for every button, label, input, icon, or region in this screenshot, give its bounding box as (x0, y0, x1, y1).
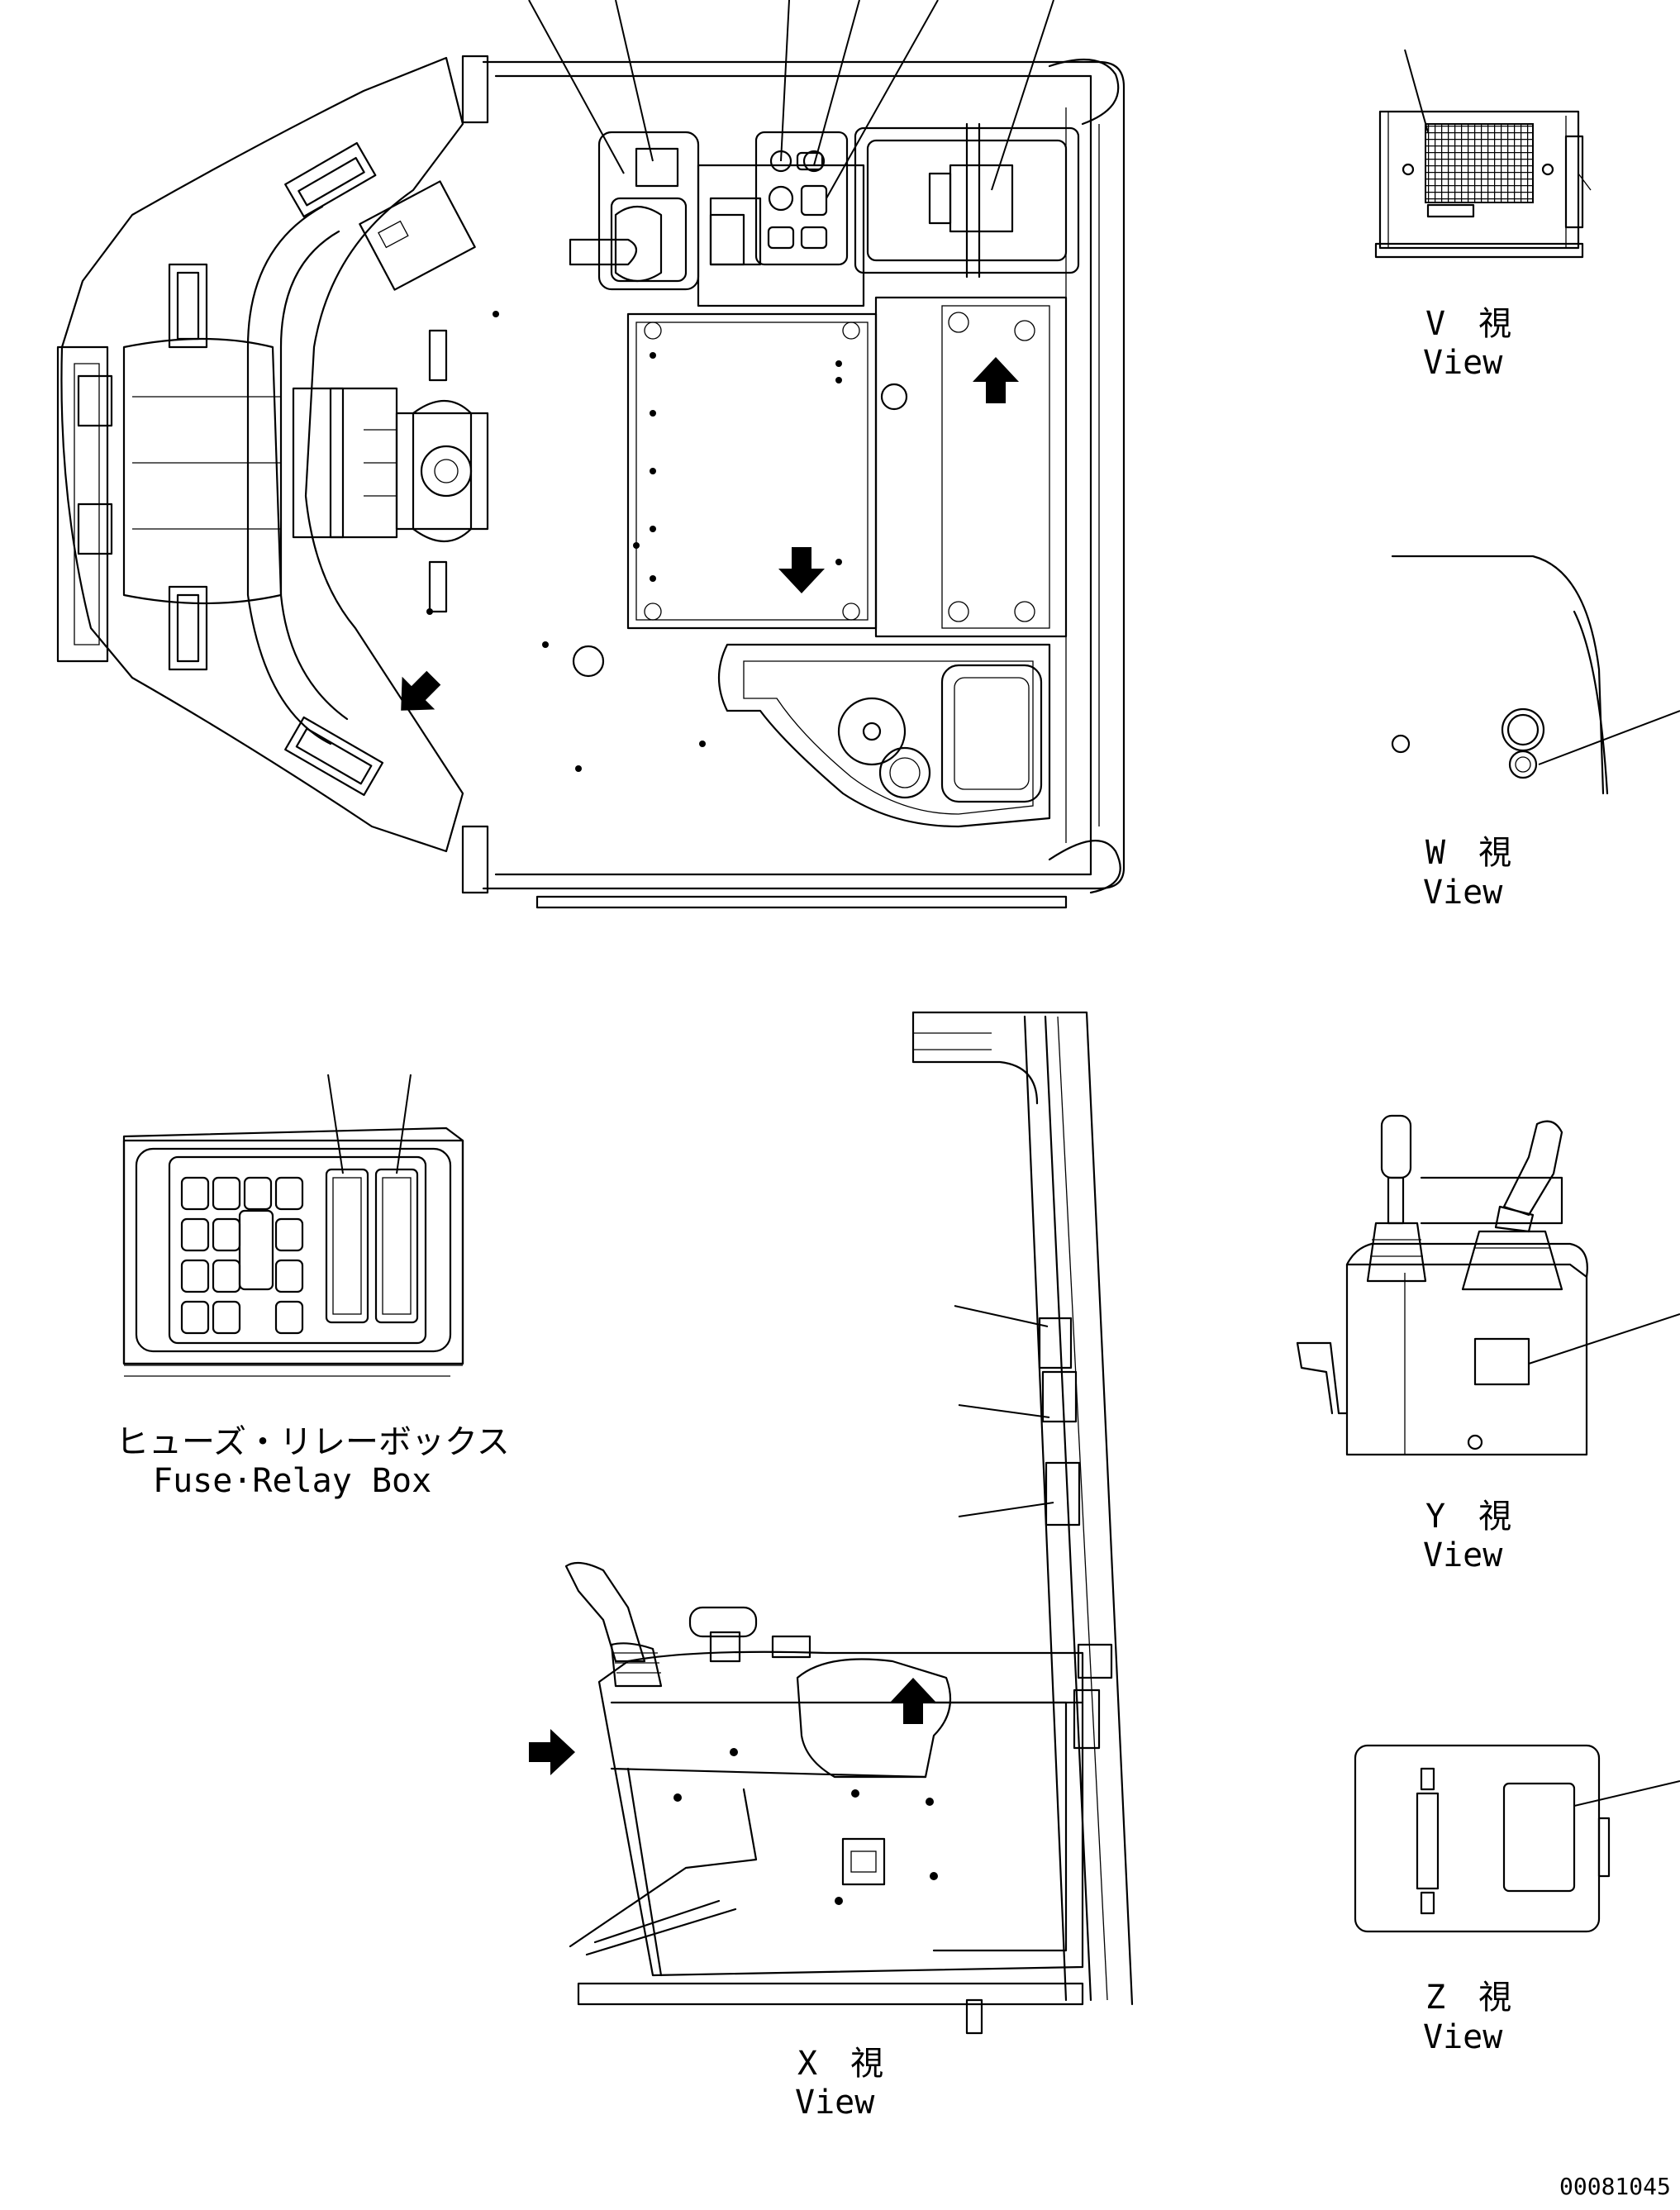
y-view-label-jp: Y 視 (1425, 1498, 1511, 1536)
direction-arrow-icon (973, 357, 1019, 403)
fuse-box-label-en: Fuse·Relay Box (153, 1462, 431, 1500)
direction-arrow-icon (529, 1729, 575, 1775)
x-view-label-en: View (795, 2084, 875, 2122)
w-view-label-en: View (1423, 874, 1503, 912)
z-view-label-en: View (1423, 2018, 1503, 2056)
z-view-label-jp: Z 視 (1425, 1979, 1511, 2017)
y-view: Y 視 View (1296, 1114, 1680, 1574)
direction-arrow-icon (890, 1678, 936, 1724)
z-view: Z 視 View (1354, 1744, 1680, 2056)
direction-arrow-icon (778, 547, 825, 593)
w-view-label-jp: W 視 (1425, 834, 1511, 872)
x-view: X 視 View (529, 1011, 1134, 2122)
fuse-box-label-jp: ヒューズ・リレーボックス (116, 1423, 510, 1461)
w-view: W 視 View (1391, 555, 1680, 912)
v-view-label-jp: V 視 (1425, 305, 1511, 343)
direction-arrow-icon (384, 661, 450, 727)
x-view-label-jp: X 視 (797, 2045, 883, 2083)
drawing-number: 00081045 (1559, 2173, 1671, 2200)
cab-plan-view (56, 0, 1126, 909)
v-view-label-en: View (1423, 344, 1503, 382)
relay-grid (180, 1176, 304, 1335)
v-view: V 視 View (1374, 49, 1592, 382)
fuse-relay-box-view: ヒューズ・リレーボックス Fuse·Relay Box (116, 1074, 510, 1500)
y-view-label-en: View (1423, 1536, 1503, 1574)
